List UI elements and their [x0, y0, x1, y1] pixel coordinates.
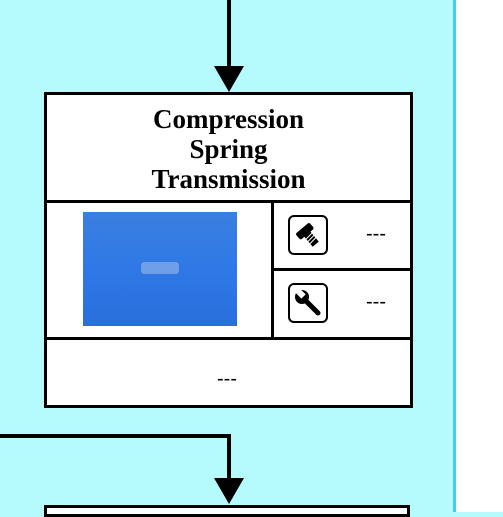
step-card[interactable]: Compression Spring Transmission --- --- …	[44, 92, 413, 408]
part-photo	[83, 212, 237, 326]
spring-part-image	[141, 262, 179, 274]
next-step-box	[44, 505, 410, 517]
arrow-down-icon	[214, 66, 244, 92]
attribute-divider	[271, 268, 410, 271]
step-title: Compression Spring Transmission	[151, 104, 306, 194]
screw-icon	[288, 215, 328, 255]
right-margin	[456, 0, 503, 512]
connector-horizontal	[0, 434, 231, 438]
notes-value: ---	[217, 368, 237, 390]
tool-value: ---	[366, 291, 386, 313]
connector-top	[227, 0, 231, 68]
notes-divider	[47, 337, 410, 340]
right-border-line	[453, 0, 456, 512]
arrow-down-icon-2	[214, 478, 244, 504]
connector-bottom	[227, 434, 231, 480]
fastener-value: ---	[366, 223, 386, 245]
wrench-icon	[288, 283, 328, 323]
title-divider	[47, 200, 410, 203]
